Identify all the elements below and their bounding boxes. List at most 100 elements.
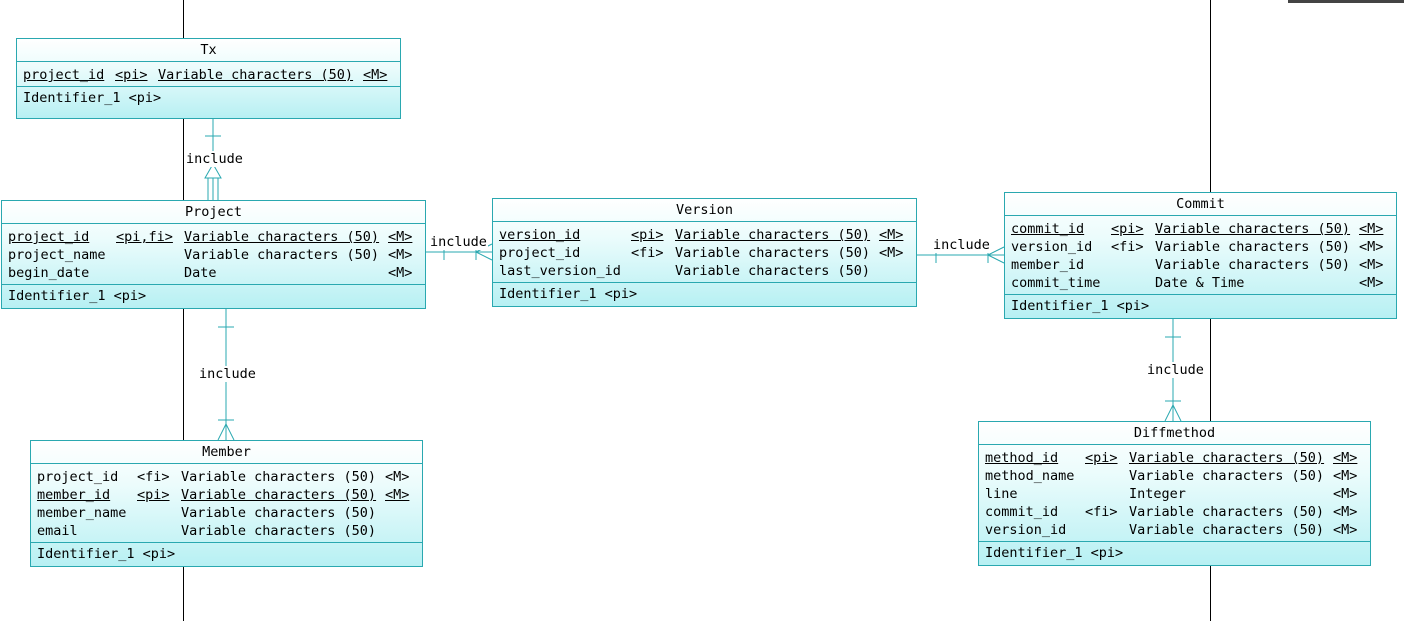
attribute-row[interactable]: version_id <fi> Variable characters (50)… [1011,238,1390,256]
entity-title: Project [2,201,425,224]
identifier-row: Identifier_1 <pi> [23,90,162,106]
attribute-mandatory: <M> [388,229,413,245]
attribute-row[interactable]: project_id <fi> Variable characters (50)… [37,468,416,486]
entity-title: Diffmethod [979,422,1370,445]
attribute-name: project_name [8,247,106,263]
attribute-name: project_id [23,67,105,83]
attribute-name: member_id [37,487,111,503]
attribute-row[interactable]: method_name Variable characters (50) <M> [985,467,1364,485]
attribute-row[interactable]: project_id <fi> Variable characters (50)… [499,244,910,262]
attribute-row[interactable]: member_id Variable characters (50) <M> [1011,256,1390,274]
attribute-row[interactable]: line Integer <M> [985,485,1364,503]
attribute-name: project_id [8,229,90,245]
attribute-mandatory: <M> [1359,257,1384,273]
identifier-list: Identifier_1 <pi> [17,87,400,109]
attribute-type: Variable characters (50) [181,487,377,503]
attribute-name: commit_id [985,504,1059,520]
attribute-name: version_id [985,522,1067,538]
attribute-row[interactable]: member_name Variable characters (50) [37,504,416,522]
relationship-label: include [185,151,244,167]
attribute-list: project_id <pi,fi> Variable characters (… [2,224,425,285]
entity-title: Member [31,441,422,464]
attribute-row[interactable]: method_id <pi> Variable characters (50) … [985,449,1364,467]
attribute-type: Variable characters (50) [675,227,871,243]
attribute-type: Variable characters (50) [181,505,377,521]
attribute-key: <pi,fi> [116,229,173,245]
entity-project[interactable]: Project project_id <pi,fi> Variable char… [1,200,426,309]
attribute-row[interactable]: commit_id <pi> Variable characters (50) … [1011,220,1390,238]
attribute-key: <fi> [1111,239,1144,255]
identifier-row: Identifier_1 <pi> [499,286,638,302]
connector-tx-project[interactable] [204,118,222,200]
attribute-type: Variable characters (50) [1129,504,1325,520]
identifier-row: Identifier_1 <pi> [1011,298,1150,314]
attribute-name: begin_date [8,265,90,281]
entity-title: Commit [1005,193,1396,216]
attribute-mandatory: <M> [1359,239,1384,255]
attribute-key: <pi> [631,227,664,243]
attribute-name: member_id [1011,257,1085,273]
identifier-row: Identifier_1 <pi> [37,546,176,562]
attribute-row[interactable]: commit_time Date & Time <M> [1011,274,1390,292]
attribute-list: version_id <pi> Variable characters (50)… [493,222,916,283]
attribute-row[interactable]: version_id <pi> Variable characters (50)… [499,226,910,244]
attribute-mandatory: <M> [385,469,410,485]
relationship-label: include [198,366,257,382]
entity-commit[interactable]: Commit commit_id <pi> Variable character… [1004,192,1397,319]
attribute-type: Variable characters (50) [1155,257,1351,273]
attribute-mandatory: <M> [1333,468,1358,484]
attribute-row[interactable]: last_version_id Variable characters (50) [499,262,910,280]
attribute-list: commit_id <pi> Variable characters (50) … [1005,216,1396,295]
attribute-name: version_id [1011,239,1093,255]
attribute-type: Variable characters (50) [1155,239,1351,255]
identifier-list: Identifier_1 <pi> [493,283,916,305]
attribute-row[interactable]: version_id Variable characters (50) <M> [985,521,1364,539]
attribute-row[interactable]: begin_date Date <M> [8,264,419,282]
attribute-mandatory: <M> [363,67,388,83]
attribute-mandatory: <M> [879,245,904,261]
attribute-type: Variable characters (50) [1155,221,1351,237]
attribute-type: Variable characters (50) [184,229,380,245]
attribute-type: Date [184,265,217,281]
attribute-name: commit_time [1011,275,1101,291]
attribute-type: Variable characters (50) [158,67,354,83]
attribute-key: <pi> [115,67,148,83]
attribute-mandatory: <M> [1359,275,1384,291]
attribute-mandatory: <M> [388,265,413,281]
attribute-list: project_id <pi> Variable characters (50)… [17,62,400,87]
relationship-label: include [932,237,991,253]
scroll-indicator [1288,0,1404,3]
attribute-type: Variable characters (50) [1129,450,1325,466]
attribute-mandatory: <M> [1333,450,1358,466]
attribute-row[interactable]: email Variable characters (50) [37,522,416,540]
entity-tx[interactable]: Tx project_id <pi> Variable characters (… [16,38,401,119]
attribute-key: <fi> [1085,504,1118,520]
attribute-type: Variable characters (50) [675,263,871,279]
attribute-type: Variable characters (50) [184,247,380,263]
attribute-row[interactable]: member_id <pi> Variable characters (50) … [37,486,416,504]
attribute-row[interactable]: commit_id <fi> Variable characters (50) … [985,503,1364,521]
entity-diffmethod[interactable]: Diffmethod method_id <pi> Variable chara… [978,421,1371,566]
attribute-type: Variable characters (50) [675,245,871,261]
attribute-type: Integer [1129,486,1186,502]
identifier-list: Identifier_1 <pi> [1005,295,1396,317]
relationship-label: include [429,234,488,250]
identifier-row: Identifier_1 <pi> [8,288,147,304]
attribute-key: <pi> [1111,221,1144,237]
attribute-list: method_id <pi> Variable characters (50) … [979,445,1370,542]
attribute-type: Variable characters (50) [1129,468,1325,484]
attribute-mandatory: <M> [879,227,904,243]
relationship-label: include [1146,362,1205,378]
attribute-row[interactable]: project_name Variable characters (50) <M… [8,246,419,264]
attribute-mandatory: <M> [388,247,413,263]
identifier-list: Identifier_1 <pi> [2,285,425,307]
attribute-row[interactable]: project_id <pi> Variable characters (50)… [23,66,394,84]
entity-version[interactable]: Version version_id <pi> Variable charact… [492,198,917,307]
attribute-key: <fi> [631,245,664,261]
entity-member[interactable]: Member project_id <fi> Variable characte… [30,440,423,567]
attribute-type: Variable characters (50) [1129,522,1325,538]
attribute-row[interactable]: project_id <pi,fi> Variable characters (… [8,228,419,246]
attribute-type: Variable characters (50) [181,523,377,539]
attribute-key: <fi> [137,469,170,485]
attribute-mandatory: <M> [1333,522,1358,538]
